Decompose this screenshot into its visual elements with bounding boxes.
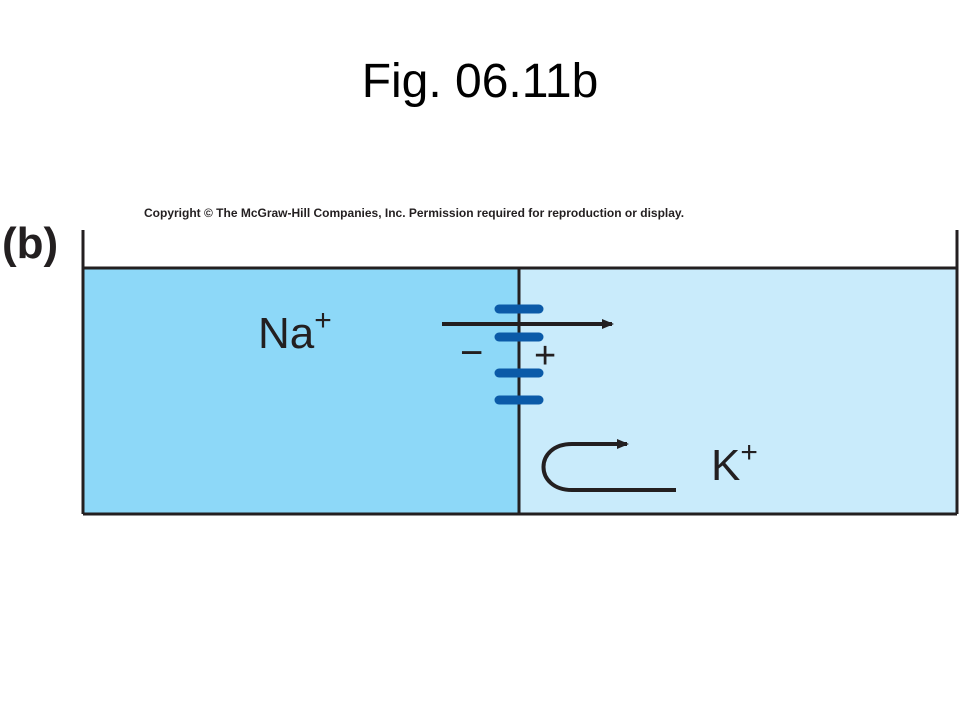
potassium-ion-label: K+ <box>711 436 758 490</box>
sodium-charge: + <box>314 304 332 337</box>
right-compartment <box>519 268 957 514</box>
sodium-symbol: Na <box>258 309 315 358</box>
membrane-negative-sign: − <box>460 331 483 375</box>
panel-label: (b) <box>2 219 59 268</box>
slide-title: Fig. 06.11b <box>361 55 599 108</box>
potassium-symbol: K <box>711 441 740 490</box>
membrane-positive-sign: + <box>534 335 556 377</box>
potassium-charge: + <box>740 436 758 469</box>
sodium-ion-label: Na+ <box>258 304 332 358</box>
left-compartment <box>83 268 519 514</box>
copyright-notice: Copyright © The McGraw-Hill Companies, I… <box>144 206 685 220</box>
ion-channel <box>494 304 544 405</box>
potassium-return-arrow <box>541 439 676 492</box>
